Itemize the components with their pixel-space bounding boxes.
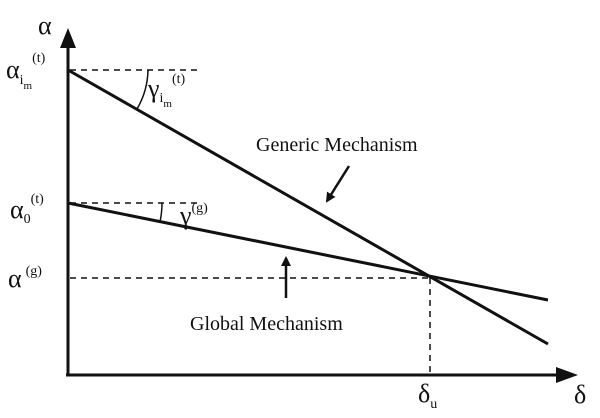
global-mechanism-line bbox=[67, 201, 549, 302]
alpha-0-label: α0(t) bbox=[10, 192, 44, 227]
delta-u-label: δu bbox=[418, 379, 437, 412]
generic-mechanism-pointer-arrow bbox=[325, 165, 351, 203]
generic-mechanism-line bbox=[67, 68, 549, 346]
x-axis-label: δ bbox=[574, 380, 586, 409]
alpha-g-label: α(g) bbox=[8, 264, 42, 293]
x-axis-arrowhead bbox=[556, 367, 578, 383]
gamma-g-label: γ(g) bbox=[179, 201, 208, 230]
y-axis-label: α bbox=[38, 11, 52, 40]
y-axis-arrowhead bbox=[60, 28, 76, 48]
gamma-g-angle-arc bbox=[159, 202, 163, 223]
generic-mechanism-label: Generic Mechanism bbox=[256, 134, 418, 156]
gamma-im-label: γim(t) bbox=[147, 72, 186, 110]
gamma-im-angle-arc bbox=[136, 69, 149, 110]
alpha-im-label: αim(t) bbox=[6, 51, 46, 92]
global-mechanism-label: Global Mechanism bbox=[190, 313, 343, 335]
